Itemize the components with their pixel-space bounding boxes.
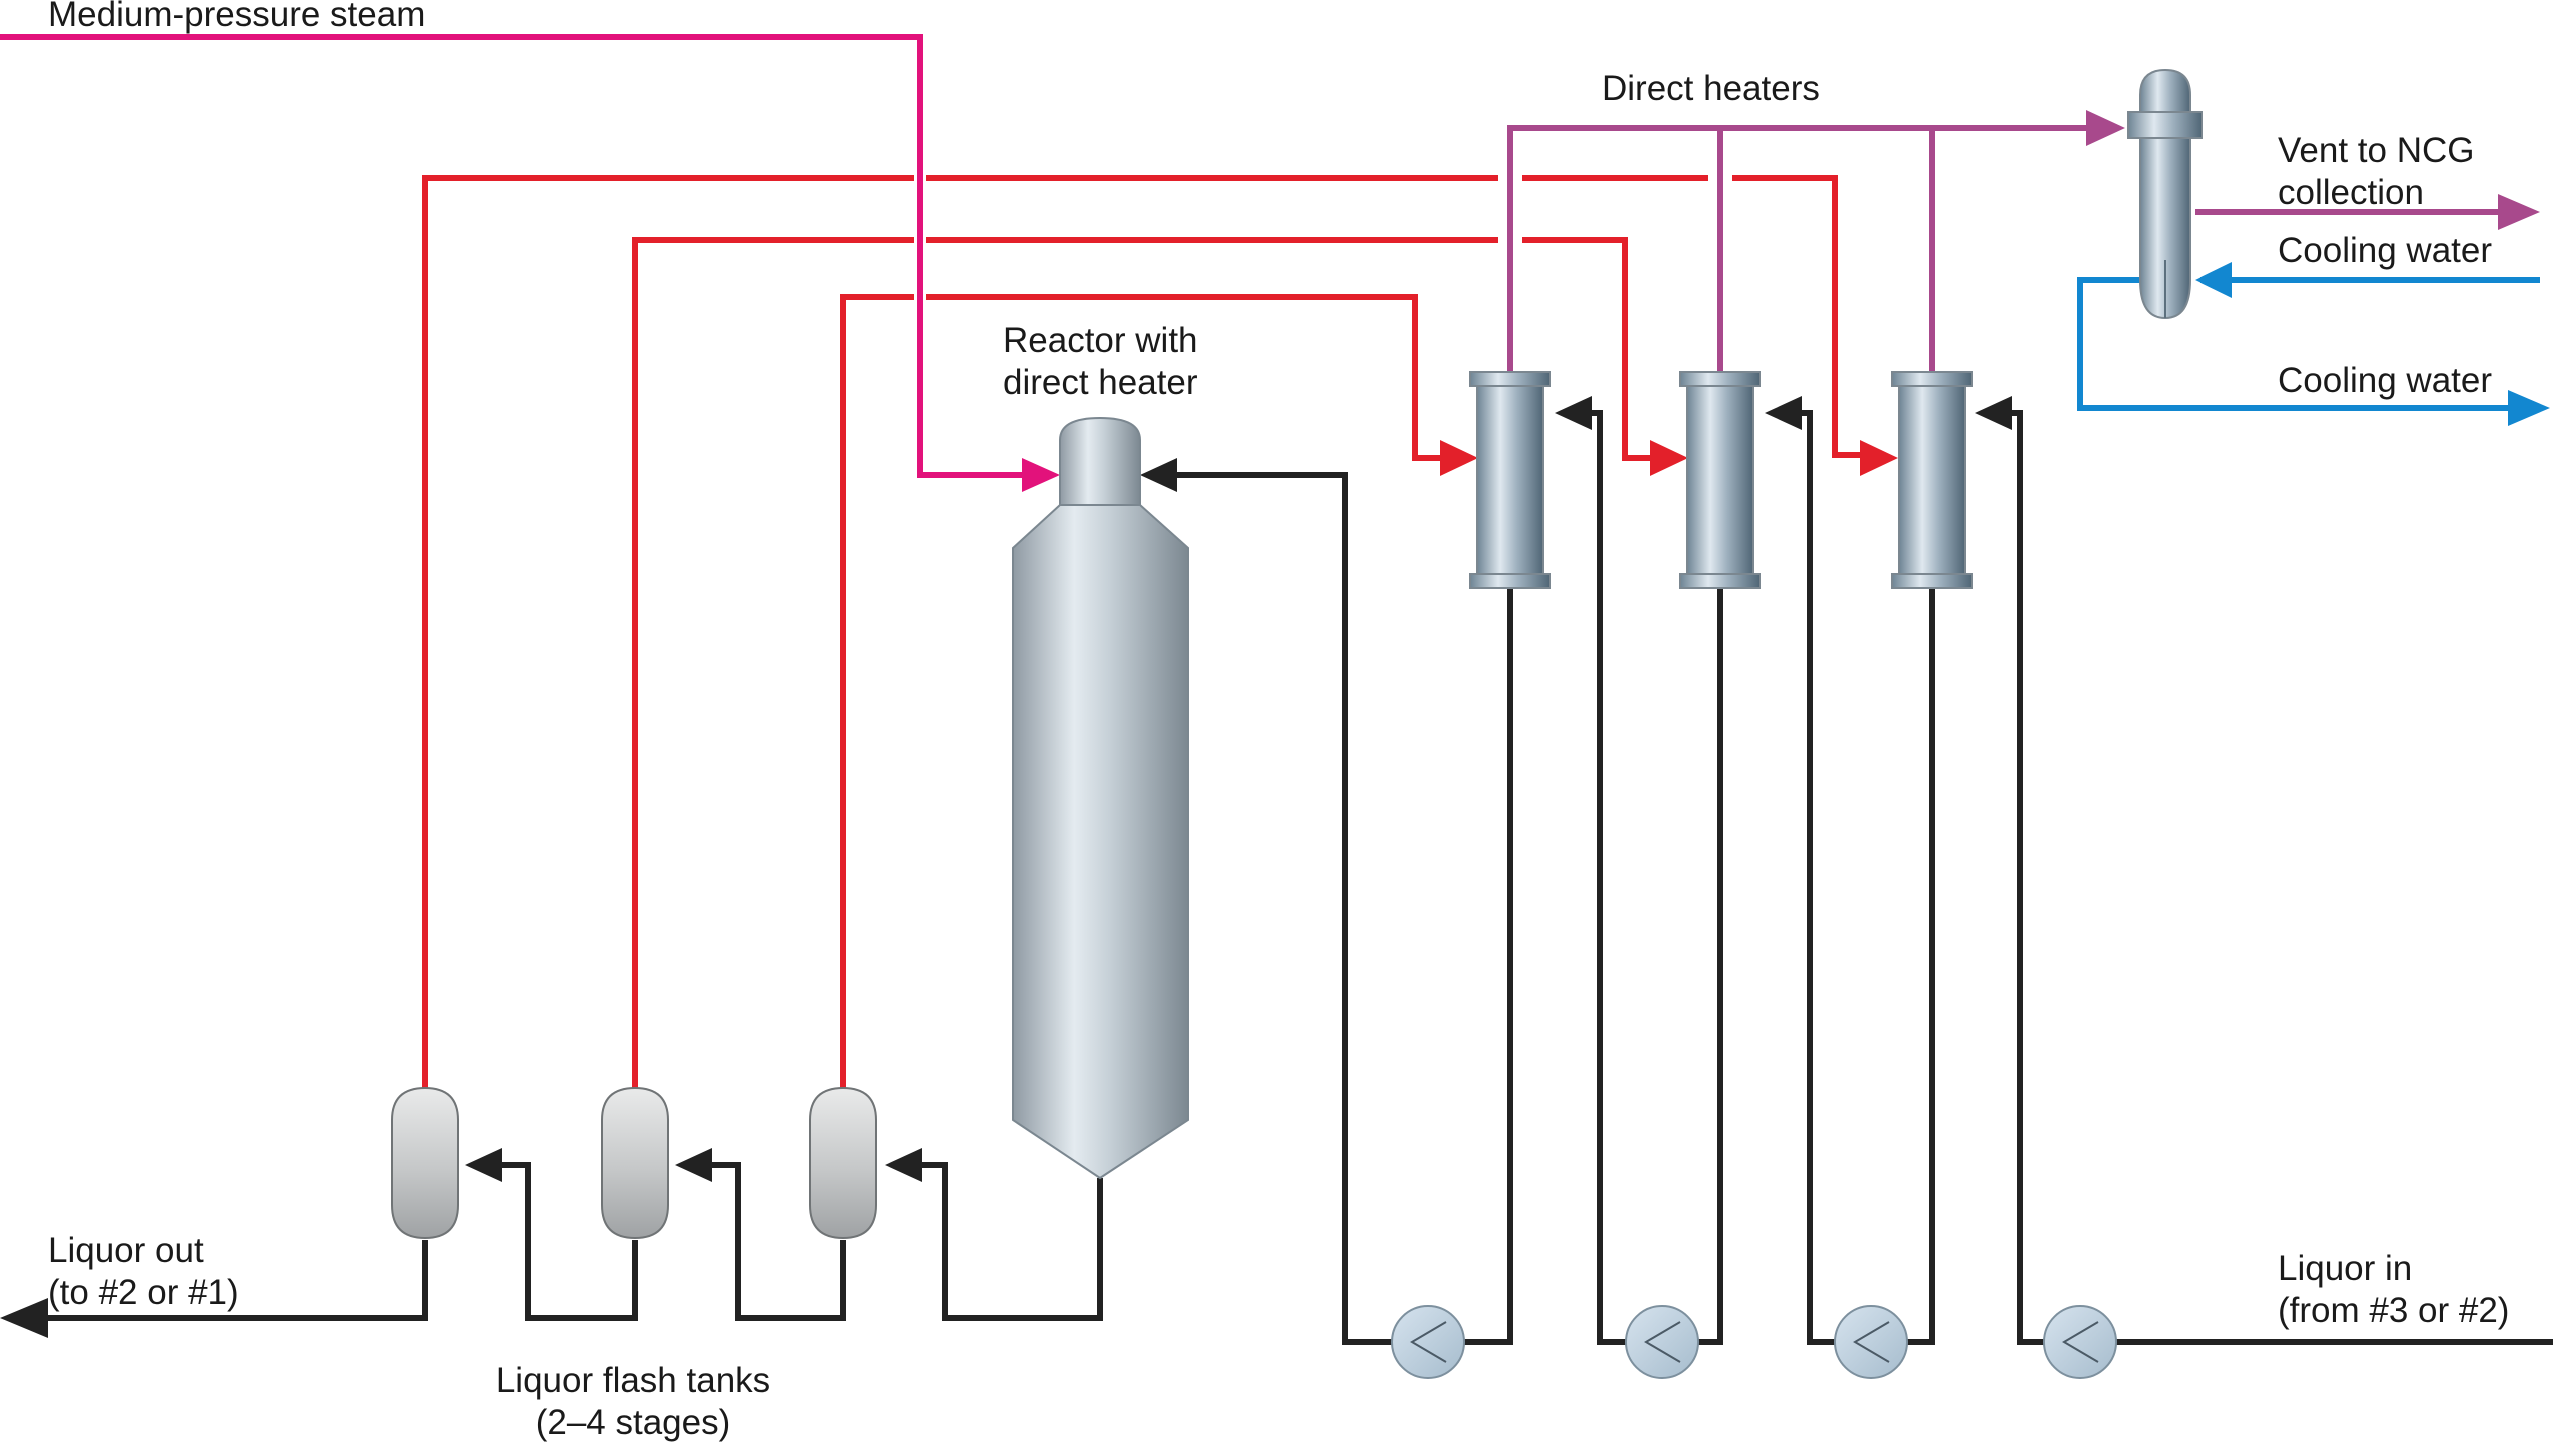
steam-arrowhead [1022, 458, 1060, 492]
liquor-out-arrowhead [0, 1298, 48, 1338]
pump-3 [1834, 1305, 1908, 1379]
cooling-water-in-label: Cooling water [2278, 231, 2492, 270]
line-crossing-gaps [902, 160, 938, 320]
liquor-in-label-line2: (from #3 or #2) [2278, 1291, 2509, 1330]
vent-condenser [2127, 68, 2203, 320]
flash-tank-3 [809, 1086, 877, 1240]
steam-line [0, 34, 1060, 492]
vent-label-line1: Vent to NCG [2278, 131, 2474, 170]
flash-tanks [391, 1086, 877, 1240]
liquor-lines [0, 396, 2553, 1345]
pump-4 [2043, 1305, 2117, 1379]
reactor-label-line1: Reactor with [1003, 321, 1198, 360]
direct-heater-2 [1679, 371, 1761, 589]
flash-tank-2 [601, 1086, 669, 1240]
pump-1 [1391, 1305, 1465, 1379]
liquor-out-label-line2: (to #2 or #1) [48, 1273, 239, 1312]
steam-label: Medium-pressure steam [48, 0, 425, 34]
vent-out-arrowhead [2498, 194, 2540, 230]
direct-heater-1 [1469, 371, 1551, 589]
cooling-water-out-arrowhead [2508, 390, 2550, 426]
flash-tank-1 [391, 1086, 459, 1240]
pumps [1391, 1305, 2117, 1379]
vent-condenser-arrowhead [2086, 110, 2125, 146]
liquor-in-label-line1: Liquor in [2278, 1249, 2412, 1288]
liquor-out-label-line1: Liquor out [48, 1231, 204, 1270]
vent-crossing-gaps [1498, 150, 1944, 270]
flash-tanks-label-line1: Liquor flash tanks [496, 1361, 770, 1400]
vapor-arrowheads [1440, 440, 1898, 476]
reactor-label-line2: direct heater [1003, 363, 1198, 402]
cooling-water-in-arrowhead [2195, 262, 2232, 298]
cooling-water-out-label: Cooling water [2278, 361, 2492, 400]
pump-2 [1625, 1305, 1699, 1379]
labels: Medium-pressure steam Direct heaters Rea… [48, 0, 2509, 1442]
vent-label-line2: collection [2278, 173, 2424, 212]
cooling-water-lines [2077, 262, 2550, 426]
reactor-vessel [1012, 416, 1189, 1180]
direct-heaters [1469, 371, 1973, 589]
flash-vapor-lines [422, 175, 1885, 1090]
flash-tanks-label-line2: (2–4 stages) [536, 1403, 731, 1442]
direct-heater-3 [1891, 371, 1973, 589]
direct-heaters-label: Direct heaters [1602, 69, 1820, 108]
